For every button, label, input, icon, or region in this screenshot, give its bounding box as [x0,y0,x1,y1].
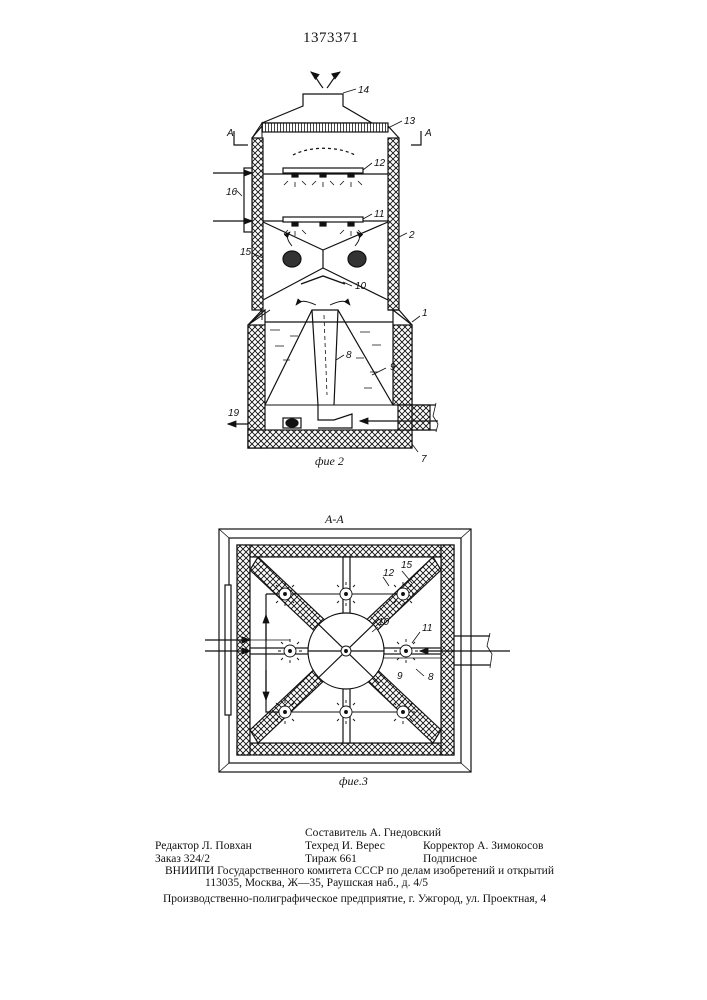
exhaust-arrow-right [327,72,340,88]
printer-line: Производственно-полиграфическое предприя… [163,893,546,906]
left-wall-insulation [252,138,263,310]
fig3-label-10: 10 [378,617,390,628]
label-14: 14 [358,85,370,96]
lower-right-insulation [393,325,412,405]
demister-13 [262,123,388,132]
label-19: 19 [228,408,240,419]
figure-2-caption: фие 2 [315,454,344,468]
droplet-cluster-right [348,251,366,267]
label-10: 10 [355,281,367,292]
label-8: 8 [346,350,352,361]
fig3-label-15: 15 [401,560,413,571]
outlet-pipe [262,94,372,123]
fig3-label-11: 11 [422,623,432,634]
lower-bottom-insulation [248,430,412,448]
figure-3-caption: фие.3 [339,774,368,788]
figure-3-title: А-А [324,512,344,526]
label-1: 1 [422,308,428,319]
compiler-line: Составитель А. Гнедовский [305,827,441,840]
label-16: 16 [226,187,238,198]
droplet-cluster-left [283,251,301,267]
figure-2 [213,72,438,452]
label-7: 7 [421,454,427,465]
figure-3 [205,529,510,772]
label-12: 12 [374,158,386,169]
label-2: 2 [408,230,415,241]
cone-9 [265,310,393,405]
section-mark-right: A [424,128,432,139]
side-panel-16 [244,168,252,232]
fig3-label-8: 8 [428,672,434,683]
label-11: 11 [374,209,384,220]
sprayer-11 [283,217,363,222]
label-13: 13 [404,116,416,127]
proofreader-line: Корректор А. Зимокосов [423,840,543,853]
label-15: 15 [240,247,252,258]
deflector-10 [301,276,345,284]
fig3-label-9: 9 [397,671,403,682]
section-mark-left: A [226,128,234,139]
fig3-label-12: 12 [383,568,395,579]
sprayer-12 [283,168,363,173]
tube-8 [312,310,338,405]
tech-editor-line: Техред И. Верес [305,840,385,853]
label-9: 9 [390,362,396,373]
exhaust-arrow-left [311,72,323,88]
editor-line: Редактор Л. Повхан [155,840,252,853]
right-wall-insulation [388,138,399,310]
address-line: 113035, Москва, Ж—35, Раушская наб., д. … [205,877,428,890]
